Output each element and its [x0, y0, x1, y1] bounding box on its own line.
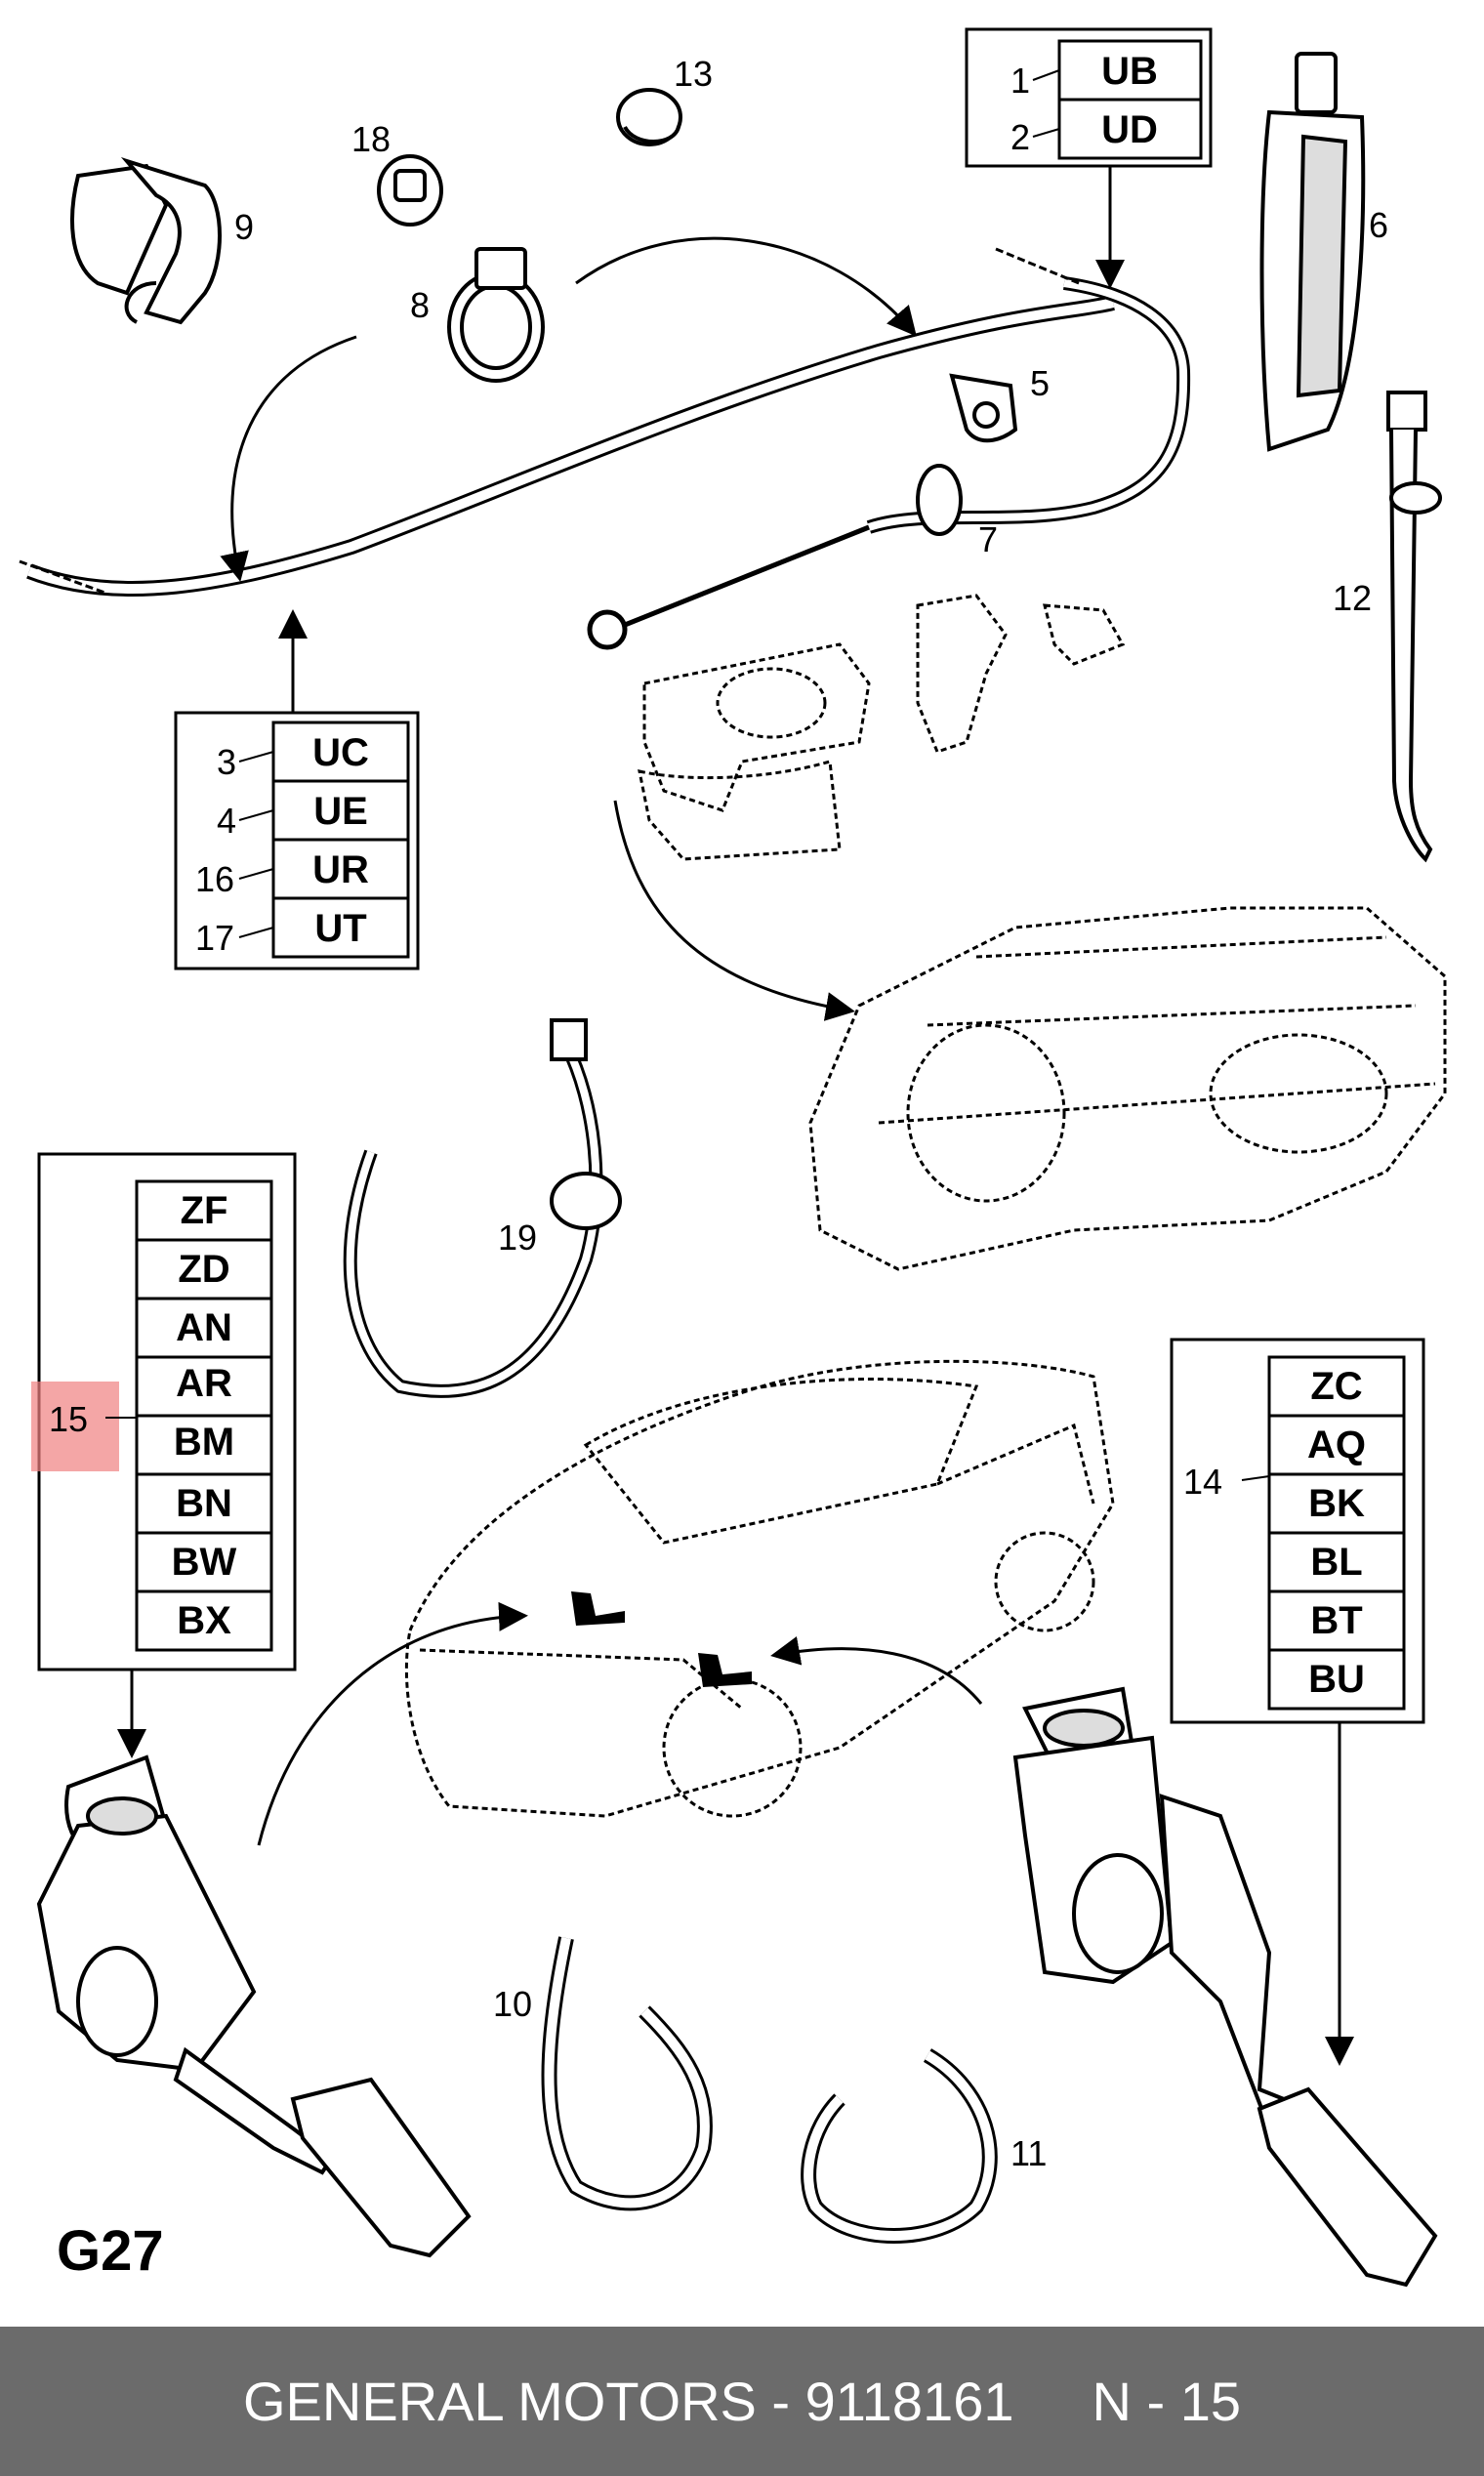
footer-bar: GENERAL MOTORS - 9118161 N - 15 [0, 2327, 1484, 2476]
footer-page: N - 15 [1092, 2371, 1242, 2432]
release-cable [19, 247, 1191, 650]
callout-7: 7 [978, 519, 998, 559]
code-AQ: AQ [1307, 1424, 1366, 1466]
callout-14: 14 [1183, 1462, 1222, 1502]
pedal-assembly-right [1012, 1686, 1438, 2288]
arrow-curve-3 [613, 800, 855, 1021]
code-BU: BU [1308, 1658, 1365, 1701]
callout-6: 6 [1369, 205, 1388, 245]
code-BW: BW [172, 1541, 237, 1584]
arrow-curve-5 [770, 1636, 983, 1705]
callout-19: 19 [498, 1217, 537, 1258]
latch-marks [571, 1591, 752, 1687]
callout-5: 5 [1030, 363, 1050, 403]
cable-tie-10 [541, 1936, 713, 2211]
cable-19 [343, 1018, 622, 1398]
callout-1: 1 [1010, 61, 1030, 101]
table-top: UB UD 1 2 [965, 27, 1213, 289]
callout-18: 18 [351, 119, 391, 159]
code-AN: AN [176, 1306, 232, 1349]
arrow-curve-1 [575, 236, 917, 337]
code-BN: BN [176, 1482, 232, 1525]
callout-12: 12 [1333, 578, 1372, 618]
strap-clip-8 [447, 247, 545, 383]
clip-5 [949, 373, 1018, 443]
grommet-13 [616, 88, 682, 146]
callout-15: 15 [49, 1399, 88, 1439]
callout-16: 16 [195, 859, 234, 899]
pedal-assembly-left [36, 1754, 472, 2258]
callout-8: 8 [410, 285, 430, 325]
hood-latch-bracket [638, 594, 1126, 861]
code-BK: BK [1308, 1482, 1365, 1525]
callout-9: 9 [234, 207, 254, 247]
callout-15-highlight [31, 1382, 119, 1471]
clip-18 [377, 154, 443, 227]
code-BX: BX [177, 1599, 231, 1642]
arrow-curve-2 [220, 335, 357, 582]
code-ZF: ZF [181, 1189, 228, 1232]
table-middle: UC UE UR UT 3 4 16 17 [174, 609, 420, 970]
callout-3: 3 [217, 742, 236, 782]
code-UD: UD [1101, 108, 1158, 151]
callout-2: 2 [1010, 117, 1030, 157]
table-left: ZF ZD AN AR BM BN BW BX 15 [31, 1152, 297, 1758]
code-BT: BT [1310, 1599, 1362, 1642]
clip-9 [70, 157, 222, 325]
engine-bay [808, 906, 1447, 1271]
figure-id: G27 [57, 2219, 164, 2283]
callout-11: 11 [1010, 2133, 1047, 2173]
code-UB: UB [1101, 50, 1158, 93]
cable-tie-12 [1386, 391, 1442, 863]
grease-tube-6 [1259, 52, 1366, 452]
code-ZD: ZD [178, 1248, 229, 1291]
code-UC: UC [312, 731, 369, 774]
callout-4: 4 [217, 801, 236, 841]
arrow-curve-4 [257, 1601, 528, 1846]
code-UE: UE [313, 790, 368, 833]
code-UR: UR [312, 848, 369, 891]
callout-13: 13 [674, 54, 713, 94]
callout-10: 10 [493, 1984, 532, 2024]
car-outline [404, 1359, 1115, 1818]
code-BL: BL [1310, 1541, 1362, 1584]
code-UT: UT [314, 907, 366, 950]
cable-tie-11 [801, 2048, 998, 2244]
code-AR: AR [176, 1362, 232, 1405]
code-BM: BM [174, 1421, 234, 1464]
table-right: ZC AQ BK BL BT BU 14 [1170, 1338, 1425, 2066]
parts-diagram: UB UD 1 2 UC UE UR UT 3 4 16 17 [19, 27, 1447, 2288]
callout-17: 17 [195, 918, 234, 958]
code-ZC: ZC [1310, 1365, 1362, 1408]
footer-part-number: GENERAL MOTORS - 9118161 [243, 2371, 1014, 2432]
